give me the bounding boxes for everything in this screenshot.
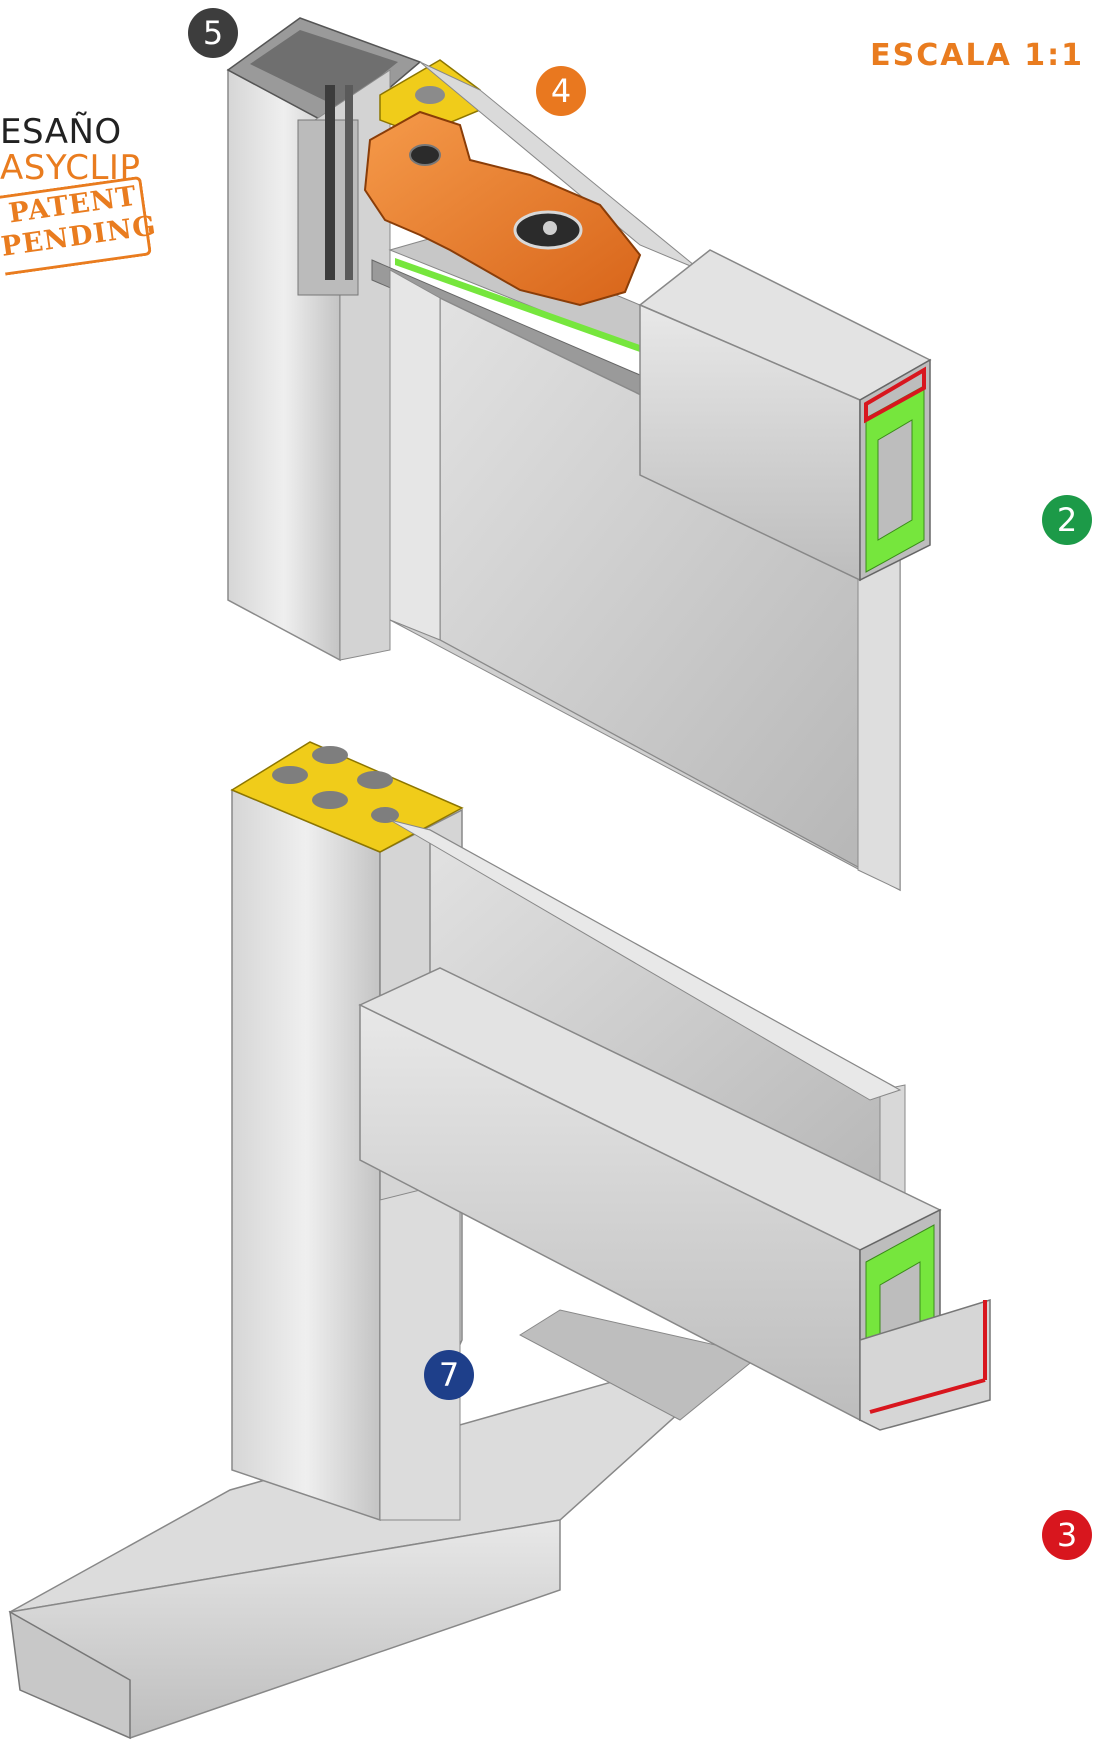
upper-glass-frame-left bbox=[389, 269, 441, 641]
callout-badge-5: 5 bbox=[188, 8, 238, 58]
clip-screw-1 bbox=[409, 144, 441, 166]
section-hole-4 bbox=[357, 771, 393, 789]
callout-badge-2: 2 bbox=[1042, 495, 1092, 545]
lower-glass-bead bbox=[389, 819, 902, 1101]
callout-badge-4: 4 bbox=[536, 66, 586, 116]
brand-line-2: ASYCLIP bbox=[0, 148, 141, 188]
upper-jamb-top-cap bbox=[250, 30, 398, 108]
section-hole-1 bbox=[272, 766, 308, 784]
jamb-tube-2 bbox=[345, 85, 353, 280]
base-beam-end bbox=[9, 1610, 131, 1740]
u-channel-red-seal bbox=[869, 1300, 987, 1414]
section-hole-3 bbox=[312, 791, 348, 809]
callout-badge-7: 7 bbox=[424, 1350, 474, 1400]
lower-assembly bbox=[8, 741, 991, 1740]
jamb-tube-1 bbox=[325, 85, 335, 280]
header-end-red bbox=[864, 366, 926, 424]
section-hole-5 bbox=[371, 807, 399, 823]
brand-line-1: ESAÑO bbox=[0, 112, 122, 152]
callout-badge-3: 3 bbox=[1042, 1510, 1092, 1560]
lower-post-front bbox=[231, 788, 381, 1522]
clip-screw-2-head bbox=[543, 221, 557, 235]
scale-heading: ESCALA 1:1 bbox=[870, 38, 1084, 73]
rail-green-strip bbox=[395, 258, 640, 352]
u-channel bbox=[859, 1298, 991, 1431]
section-hole-2 bbox=[312, 746, 348, 764]
upper-assembly bbox=[226, 17, 932, 892]
yellow-hole bbox=[415, 86, 445, 104]
